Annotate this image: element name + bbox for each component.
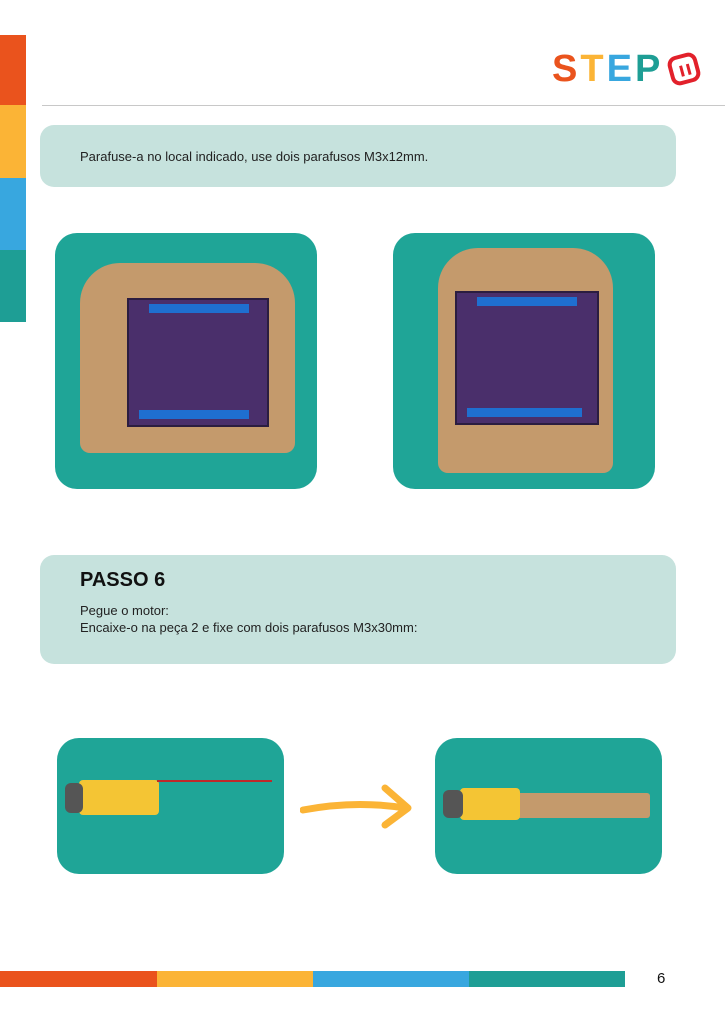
photo-motor [57, 738, 284, 874]
side-bar-yellow [0, 105, 26, 178]
footer-bar-orange [0, 971, 157, 987]
arrow-right-icon [300, 784, 412, 829]
footer-bar-teal [469, 971, 625, 987]
page-number: 6 [657, 970, 666, 987]
footer-bar-yellow [157, 971, 313, 987]
step6-line2: Encaixe-o na peça 2 e fixe com dois para… [80, 620, 418, 635]
photo-board-mounted-left [55, 233, 317, 489]
step6-box: PASSO 6 Pegue o motor: Encaixe-o na peça… [40, 555, 676, 664]
logo-mark-icon [665, 50, 703, 88]
side-bar-orange [0, 35, 26, 105]
side-bar-teal [0, 250, 26, 322]
footer-bar-blue [313, 971, 469, 987]
header-divider [42, 105, 725, 106]
instruction-text: Parafuse-a no local indicado, use dois p… [80, 148, 429, 164]
instruction-box: Parafuse-a no local indicado, use dois p… [40, 125, 676, 187]
photo-motor-fixed [435, 738, 662, 874]
step6-line1: Pegue o motor: [80, 603, 169, 618]
photo-board-mounted-right [393, 233, 655, 489]
step6-title: PASSO 6 [80, 569, 166, 591]
side-bar-blue [0, 178, 26, 250]
